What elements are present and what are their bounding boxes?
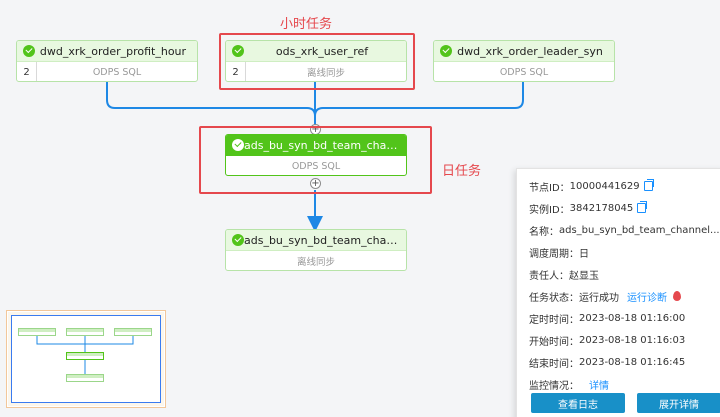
minimap-node bbox=[66, 374, 104, 382]
owner-row: 责任人： 赵显玉 bbox=[529, 263, 599, 285]
node-type: 离线同步 bbox=[296, 257, 335, 268]
success-check-icon bbox=[232, 45, 244, 57]
end-time-value: 2023-08-18 01:16:45 bbox=[579, 356, 686, 368]
minimap-node bbox=[18, 328, 56, 336]
day-task-label: 日任务 bbox=[442, 164, 482, 179]
hour-task-label: 小时任务 bbox=[280, 17, 333, 32]
end-time-row: 结束时间： 2023-08-18 01:16:45 bbox=[529, 356, 686, 370]
minimap[interactable] bbox=[6, 310, 166, 408]
name-row: 名称： ads_bu_syn_bd_team_channel... bbox=[529, 224, 720, 238]
instance-id-row: 实例ID： 3842178045 bbox=[529, 197, 648, 219]
add-downstream-plus-icon[interactable]: + bbox=[310, 178, 321, 189]
node-type: ODPS SQL bbox=[291, 160, 341, 172]
hour-task-highlight bbox=[219, 33, 415, 90]
expand-detail-button[interactable]: 展开详情 bbox=[637, 393, 720, 413]
instance-id-value: 3842178045 bbox=[569, 202, 634, 214]
schedule-row: 调度周期： 日 bbox=[529, 241, 589, 263]
edge-leader-syn bbox=[314, 82, 524, 117]
status-value: 运行成功 bbox=[579, 292, 619, 304]
node-id-value: 10000441629 bbox=[569, 180, 640, 192]
node-type: ODPS SQL bbox=[499, 66, 549, 78]
node-type: 离线同步 bbox=[306, 68, 345, 79]
scheduled-time-row: 定时时间： 2023-08-18 01:16:00 bbox=[529, 312, 686, 326]
view-log-button[interactable]: 查看日志 bbox=[531, 393, 625, 413]
minimap-edges bbox=[36, 336, 134, 374]
day-task-highlight bbox=[199, 126, 432, 194]
minimap-viewport[interactable] bbox=[11, 315, 161, 403]
start-time-value: 2023-08-18 01:16:03 bbox=[579, 334, 686, 346]
node-name: dwd_xrk_order_leader_syn bbox=[457, 44, 603, 58]
monitor-detail-link[interactable]: 详情 bbox=[589, 380, 609, 392]
node-dwd-xrk-order-leader-syn[interactable]: dwd_xrk_order_leader_syn ODPS SQL bbox=[433, 40, 615, 82]
node-id-row: 节点ID： 10000441629 bbox=[529, 175, 654, 197]
node-count: 2 bbox=[226, 62, 246, 81]
copy-icon[interactable] bbox=[643, 179, 654, 191]
minimap-node bbox=[66, 328, 104, 336]
node-ads-bu-syn-bd-team-sql[interactable]: ads_bu_syn_bd_team_chann... ODPS SQL bbox=[225, 134, 407, 176]
node-ads-bu-syn-bd-team-sync[interactable]: ads_bu_syn_bd_team_chann... 离线同步 bbox=[225, 229, 407, 271]
schedule-value: 日 bbox=[579, 248, 589, 260]
node-name: dwd_xrk_order_profit_hour bbox=[39, 44, 187, 58]
success-check-icon bbox=[23, 45, 35, 57]
status-row: 任务状态： 运行成功 运行诊断 bbox=[529, 285, 681, 307]
node-type: ODPS SQL bbox=[92, 66, 142, 78]
copy-icon[interactable] bbox=[637, 201, 648, 213]
name-value: ads_bu_syn_bd_team_channel... bbox=[559, 224, 720, 236]
scheduled-time-value: 2023-08-18 01:16:00 bbox=[579, 312, 686, 324]
monitor-row: 监控情况： 详情 bbox=[529, 373, 609, 395]
node-dwd-xrk-order-profit-hour[interactable]: dwd_xrk_order_profit_hour 2 ODPS SQL bbox=[16, 40, 198, 82]
success-check-icon bbox=[232, 139, 244, 151]
minimap-node bbox=[66, 352, 104, 360]
node-count: 2 bbox=[17, 62, 37, 81]
node-info-panel: 节点ID： 10000441629 实例ID： 3842178045 名称： a… bbox=[516, 168, 720, 417]
node-name: ads_bu_syn_bd_team_chann... bbox=[244, 233, 406, 247]
start-time-row: 开始时间： 2023-08-18 01:16:03 bbox=[529, 334, 686, 348]
fire-icon bbox=[673, 291, 681, 301]
success-check-icon bbox=[440, 45, 452, 57]
success-check-icon bbox=[232, 234, 244, 246]
minimap-node bbox=[114, 328, 152, 336]
owner-value: 赵显玉 bbox=[569, 270, 599, 282]
diagnose-link[interactable]: 运行诊断 bbox=[627, 292, 667, 304]
